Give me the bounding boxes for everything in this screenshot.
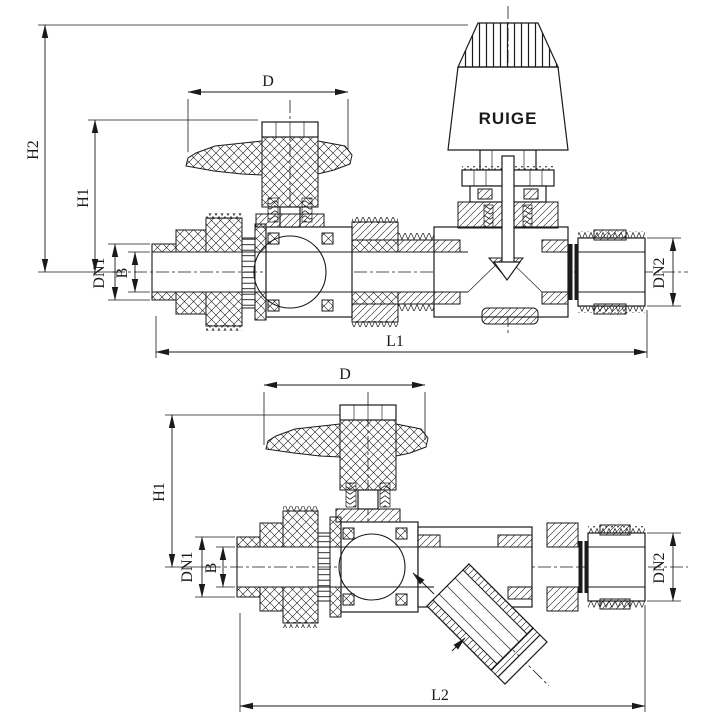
dim-dn1-bottom: DN1: [179, 536, 235, 598]
dim-label-d-bottom: D: [339, 366, 351, 383]
top-thread-engagement: [241, 237, 256, 309]
dim-label-d-top: D: [262, 73, 274, 90]
dim-label-l1: L1: [386, 333, 404, 350]
top-bonnet: [255, 213, 325, 228]
dim-label-h1-bottom: H1: [151, 482, 168, 502]
thermostatic-head: RUIGE: [447, 22, 569, 151]
top-handle: [185, 121, 353, 228]
thermo-head-knurled-band: [457, 22, 559, 68]
dim-label-h1-top: H1: [75, 188, 92, 208]
top-handle-left-wing: [185, 140, 263, 176]
top-dimensions: H2 H1 D DN1 B: [25, 24, 681, 358]
dim-dn2-bottom: DN2: [647, 532, 681, 602]
top-spindle: [501, 155, 515, 267]
top-ball: [253, 235, 327, 309]
bottom-thread-engagement: [317, 532, 331, 602]
top-thermo-insert: [457, 149, 559, 282]
top-ball-valve-body: [253, 226, 353, 318]
y-strainer: [426, 563, 548, 685]
dim-label-dn1-bottom: DN1: [179, 551, 196, 582]
dim-label-h2: H2: [25, 140, 42, 160]
dim-label-dn2-bottom: DN2: [651, 552, 668, 583]
bottom-handle-left-wing: [265, 423, 341, 458]
top-view-thermostatic-valve: RUIGE H2 H1: [25, 6, 688, 358]
dim-label-dn1-top: DN1: [91, 257, 108, 288]
dim-b-bottom: B: [203, 546, 235, 588]
bottom-handle-stem: [357, 489, 379, 510]
dim-d-top: D: [187, 73, 349, 152]
top-body-boss: [481, 307, 539, 325]
dim-label-l2: L2: [431, 687, 449, 704]
brand-logo: RUIGE: [479, 109, 538, 128]
dim-h1-bottom: H1: [151, 414, 340, 568]
bottom-view-strainer-valve: H1 D DN1 B: [151, 366, 688, 712]
top-handle-right-wing: [317, 140, 353, 175]
dim-l2: L2: [239, 605, 646, 712]
flow-arrow: [412, 572, 435, 595]
top-mid-coupling: [351, 217, 435, 327]
dim-b-top: B: [114, 251, 150, 293]
dim-dn1-top: DN1: [91, 243, 150, 301]
strainer-cap: [497, 634, 548, 685]
strainer-flow-arrow: [451, 637, 466, 652]
dim-dn2-top: DN2: [647, 237, 681, 307]
top-union-nut: [205, 213, 267, 331]
top-handle-hub: [261, 136, 319, 208]
bottom-handle-right-wing: [395, 423, 429, 457]
bottom-ball-valve-body: [338, 521, 419, 613]
dim-h1-top: H1: [75, 119, 258, 273]
dim-d-bottom: D: [263, 366, 426, 445]
dim-label-b-bottom: B: [203, 563, 220, 574]
dim-h2: H2: [25, 24, 468, 273]
bottom-handle-hub: [339, 419, 397, 491]
bottom-ball: [338, 533, 406, 601]
dim-label-b-top: B: [114, 268, 131, 279]
bottom-bonnet: [335, 508, 401, 523]
top-thermo-valve-body: [433, 226, 569, 325]
bottom-handle: [265, 404, 429, 523]
top-right-fitting: [568, 229, 646, 315]
dim-label-dn2-top: DN2: [651, 257, 668, 288]
bottom-dimensions: H1 D DN1 B: [151, 366, 681, 712]
bottom-right-fitting: [546, 522, 646, 612]
dim-l1: L1: [155, 310, 648, 358]
